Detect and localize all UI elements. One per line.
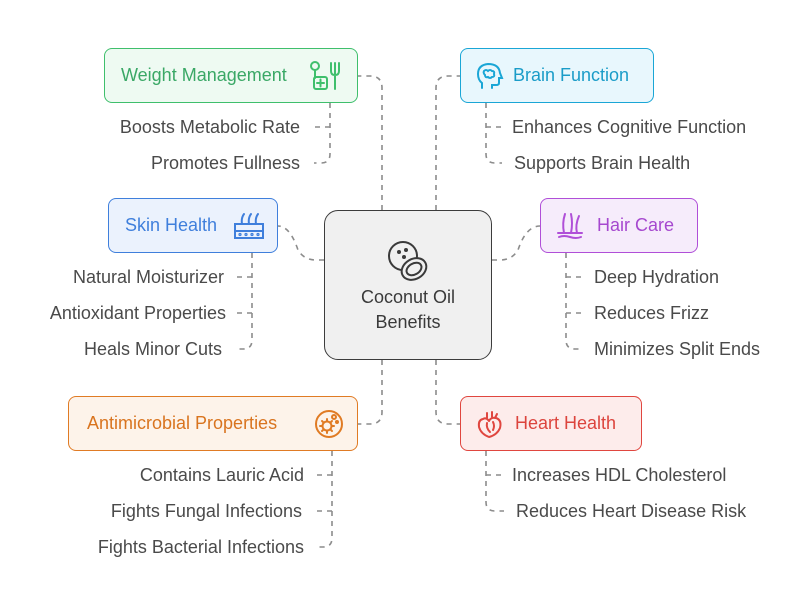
connector-brain	[435, 75, 460, 210]
connector-hair	[492, 225, 541, 261]
list-item: Boosts Metabolic Rate	[119, 117, 300, 137]
list-item: Fights Fungal Infections	[110, 501, 302, 521]
list-item: Supports Brain Health	[514, 153, 691, 173]
branch-title: Antimicrobial Properties	[87, 413, 278, 433]
item-connector-skin	[236, 253, 253, 350]
list-item: Enhances Cognitive Function	[512, 117, 747, 137]
connector-heart	[435, 360, 460, 425]
branch-title: Brain Function	[513, 65, 630, 85]
list-item: Natural Moisturizer	[72, 267, 224, 287]
coconut-icon	[388, 241, 428, 281]
branch-title: Hair Care	[597, 215, 675, 235]
list-item: Deep Hydration	[594, 267, 720, 287]
center-node: Coconut Oil Benefits	[324, 210, 492, 360]
list-item: Contains Lauric Acid	[139, 465, 304, 485]
connector-skin	[277, 225, 324, 261]
item-connector-brain	[485, 103, 502, 164]
center-title-line1: Coconut Oil	[360, 287, 456, 307]
center-title-line2: Benefits	[375, 312, 441, 332]
branch-heart-health: Heart Health	[460, 396, 642, 451]
list-item: Fights Bacterial Infections	[97, 537, 304, 557]
list-item: Heals Minor Cuts	[83, 339, 222, 359]
hair-follicle-icon	[557, 212, 583, 239]
connector-antimicrobial	[358, 360, 383, 425]
list-item: Promotes Fullness	[150, 153, 300, 173]
skin-layers-icon	[234, 212, 264, 239]
branch-title: Heart Health	[515, 413, 617, 433]
heart-organ-icon	[477, 410, 502, 438]
branch-weight-management: Weight Management	[104, 48, 358, 103]
connector-weight	[358, 75, 383, 210]
branch-brain-function: Brain Function	[460, 48, 654, 103]
fork-knife-icon	[310, 60, 340, 90]
list-item: Increases HDL Cholesterol	[512, 465, 727, 485]
brain-icon	[476, 62, 504, 89]
branch-title: Weight Management	[121, 65, 287, 85]
item-connector-antimicrobial	[316, 451, 333, 548]
list-item: Reduces Heart Disease Risk	[516, 501, 747, 521]
list-item: Reduces Frizz	[594, 303, 710, 323]
branch-antimicrobial-properties: Antimicrobial Properties	[68, 396, 358, 451]
branch-hair-care: Hair Care	[540, 198, 698, 253]
item-connector-weight	[314, 103, 331, 164]
item-connector-heart	[485, 451, 504, 512]
list-item: Antioxidant Properties	[49, 303, 226, 323]
list-item: Minimizes Split Ends	[594, 339, 761, 359]
microbe-icon	[315, 409, 343, 438]
item-connector-hair	[565, 253, 582, 350]
branch-skin-health: Skin Health	[108, 198, 278, 253]
branch-title: Skin Health	[125, 215, 218, 235]
